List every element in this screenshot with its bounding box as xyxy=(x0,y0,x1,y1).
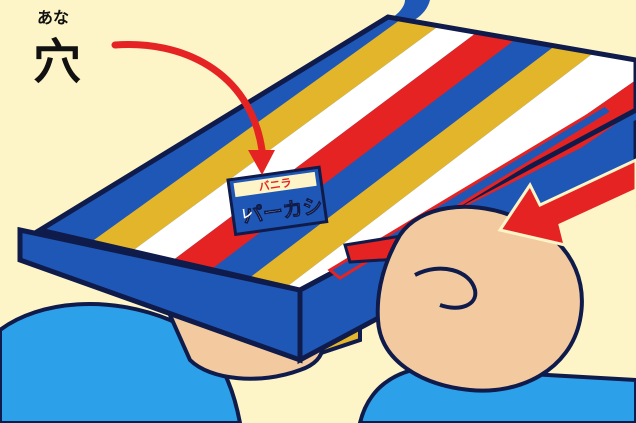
product-card-corner-text: レ xyxy=(240,206,254,222)
annotation-kanji: 穴 xyxy=(33,34,81,90)
annotation-reading: あな xyxy=(37,8,69,27)
product-card: バニラ パーカシ レ xyxy=(228,167,327,234)
